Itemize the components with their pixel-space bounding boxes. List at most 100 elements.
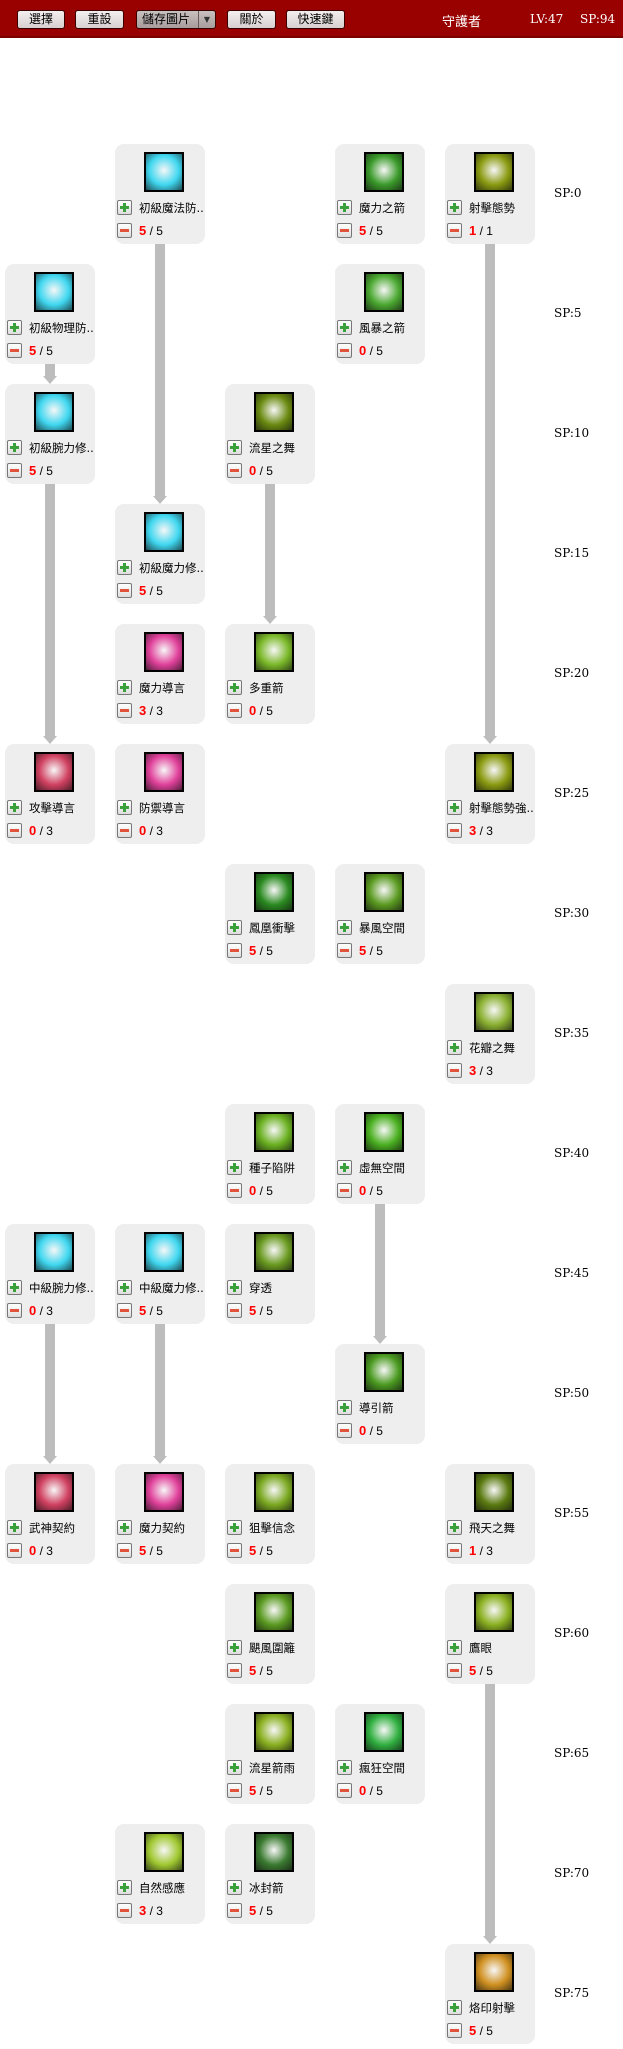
increase-skill-button[interactable] <box>447 200 462 215</box>
increase-skill-button[interactable] <box>447 1040 462 1055</box>
increase-skill-button[interactable] <box>337 1760 352 1775</box>
skill-icon[interactable] <box>254 1592 294 1632</box>
increase-skill-button[interactable] <box>117 560 132 575</box>
skill-icon[interactable] <box>144 512 184 552</box>
increase-skill-button[interactable] <box>117 1280 132 1295</box>
increase-skill-button[interactable] <box>447 2000 462 2015</box>
skill-icon[interactable] <box>34 752 74 792</box>
increase-skill-button[interactable] <box>227 680 242 695</box>
skill-icon[interactable] <box>144 1472 184 1512</box>
skill-icon[interactable] <box>474 1592 514 1632</box>
skill-icon[interactable] <box>364 1352 404 1392</box>
decrease-skill-button[interactable] <box>337 343 352 358</box>
decrease-skill-button[interactable] <box>7 1303 22 1318</box>
increase-skill-button[interactable] <box>337 1400 352 1415</box>
increase-skill-button[interactable] <box>337 320 352 335</box>
skill-icon[interactable] <box>34 1472 74 1512</box>
skill-icon[interactable] <box>364 272 404 312</box>
increase-skill-button[interactable] <box>337 920 352 935</box>
skill-icon[interactable] <box>254 1232 294 1272</box>
increase-skill-button[interactable] <box>227 1520 242 1535</box>
decrease-skill-button[interactable] <box>337 1183 352 1198</box>
save-image-button[interactable]: 儲存圖片 ▼ <box>136 10 216 29</box>
skill-icon[interactable] <box>254 1472 294 1512</box>
decrease-skill-button[interactable] <box>337 1783 352 1798</box>
skill-icon[interactable] <box>364 872 404 912</box>
skill-icon[interactable] <box>474 152 514 192</box>
about-button[interactable]: 關於 <box>227 10 276 29</box>
decrease-skill-button[interactable] <box>117 583 132 598</box>
skill-icon[interactable] <box>254 392 294 432</box>
decrease-skill-button[interactable] <box>117 703 132 718</box>
increase-skill-button[interactable] <box>227 1760 242 1775</box>
increase-skill-button[interactable] <box>117 680 132 695</box>
increase-skill-button[interactable] <box>227 1880 242 1895</box>
skill-icon[interactable] <box>254 1112 294 1152</box>
decrease-skill-button[interactable] <box>337 1423 352 1438</box>
increase-skill-button[interactable] <box>7 440 22 455</box>
decrease-skill-button[interactable] <box>447 1663 462 1678</box>
skill-icon[interactable] <box>254 1712 294 1752</box>
decrease-skill-button[interactable] <box>227 1903 242 1918</box>
decrease-skill-button[interactable] <box>7 1543 22 1558</box>
decrease-skill-button[interactable] <box>227 703 242 718</box>
increase-skill-button[interactable] <box>7 1280 22 1295</box>
skill-icon[interactable] <box>34 1232 74 1272</box>
decrease-skill-button[interactable] <box>337 223 352 238</box>
increase-skill-button[interactable] <box>447 1640 462 1655</box>
increase-skill-button[interactable] <box>7 320 22 335</box>
skill-icon[interactable] <box>34 392 74 432</box>
skill-icon[interactable] <box>144 632 184 672</box>
skill-icon[interactable] <box>254 632 294 672</box>
decrease-skill-button[interactable] <box>447 2023 462 2038</box>
decrease-skill-button[interactable] <box>447 223 462 238</box>
skill-icon[interactable] <box>474 1472 514 1512</box>
increase-skill-button[interactable] <box>447 1520 462 1535</box>
decrease-skill-button[interactable] <box>337 943 352 958</box>
skill-icon[interactable] <box>144 152 184 192</box>
skill-icon[interactable] <box>34 272 74 312</box>
skill-icon[interactable] <box>474 752 514 792</box>
decrease-skill-button[interactable] <box>7 463 22 478</box>
decrease-skill-button[interactable] <box>117 823 132 838</box>
increase-skill-button[interactable] <box>227 440 242 455</box>
decrease-skill-button[interactable] <box>117 1543 132 1558</box>
decrease-skill-button[interactable] <box>227 943 242 958</box>
decrease-skill-button[interactable] <box>447 1543 462 1558</box>
skill-icon[interactable] <box>144 1832 184 1872</box>
select-button[interactable]: 選擇 <box>17 10 65 29</box>
skill-icon[interactable] <box>364 152 404 192</box>
increase-skill-button[interactable] <box>227 1280 242 1295</box>
decrease-skill-button[interactable] <box>227 463 242 478</box>
skill-icon[interactable] <box>144 752 184 792</box>
decrease-skill-button[interactable] <box>227 1303 242 1318</box>
skill-icon[interactable] <box>364 1112 404 1152</box>
skill-icon[interactable] <box>254 872 294 912</box>
decrease-skill-button[interactable] <box>447 823 462 838</box>
increase-skill-button[interactable] <box>117 200 132 215</box>
decrease-skill-button[interactable] <box>227 1783 242 1798</box>
decrease-skill-button[interactable] <box>117 1903 132 1918</box>
increase-skill-button[interactable] <box>117 1520 132 1535</box>
skill-icon[interactable] <box>474 1952 514 1992</box>
increase-skill-button[interactable] <box>227 1640 242 1655</box>
increase-skill-button[interactable] <box>227 1160 242 1175</box>
skill-icon[interactable] <box>144 1232 184 1272</box>
decrease-skill-button[interactable] <box>7 343 22 358</box>
decrease-skill-button[interactable] <box>227 1183 242 1198</box>
decrease-skill-button[interactable] <box>117 1303 132 1318</box>
increase-skill-button[interactable] <box>7 1520 22 1535</box>
decrease-skill-button[interactable] <box>227 1663 242 1678</box>
increase-skill-button[interactable] <box>117 1880 132 1895</box>
hotkeys-button[interactable]: 快速鍵 <box>286 10 345 29</box>
increase-skill-button[interactable] <box>337 1160 352 1175</box>
decrease-skill-button[interactable] <box>117 223 132 238</box>
increase-skill-button[interactable] <box>7 800 22 815</box>
skill-icon[interactable] <box>364 1712 404 1752</box>
increase-skill-button[interactable] <box>337 200 352 215</box>
skill-icon[interactable] <box>254 1832 294 1872</box>
chevron-down-icon[interactable]: ▼ <box>198 11 215 28</box>
decrease-skill-button[interactable] <box>7 823 22 838</box>
decrease-skill-button[interactable] <box>447 1063 462 1078</box>
increase-skill-button[interactable] <box>227 920 242 935</box>
